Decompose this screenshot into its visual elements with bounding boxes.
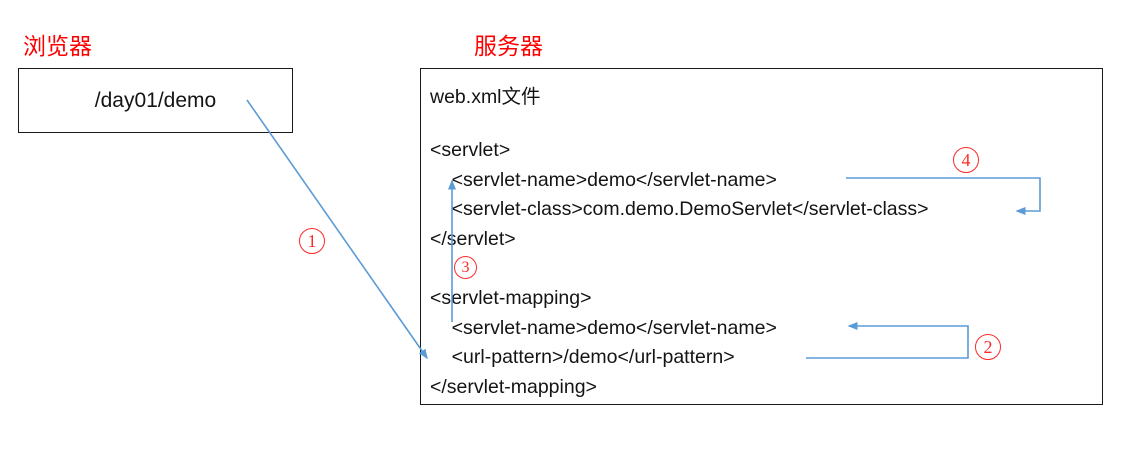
code-line-servlet-class: <servlet-class>com.demo.DemoServlet</ser… [430, 198, 929, 221]
browser-zone-label: 浏览器 [23, 34, 92, 59]
step-1-number: 1 [307, 230, 317, 251]
code-line-url-pattern: <url-pattern>/demo</url-pattern> [430, 346, 735, 369]
request-flow-arrow [246, 99, 428, 360]
code-line-servlet-open: <servlet> [430, 139, 511, 161]
webxml-code-block: <servlet> <servlet-name>demo</servlet-na… [430, 136, 929, 402]
browser-request-box: /day01/demo [18, 68, 293, 133]
step-2-number: 2 [983, 336, 993, 357]
step-1-badge: 1 [299, 228, 325, 254]
request-url-text: /day01/demo [94, 88, 217, 112]
webxml-file-title: web.xml文件 [430, 86, 541, 108]
server-zone-label: 服务器 [474, 34, 543, 59]
code-line-servlet-close: </servlet> [430, 227, 516, 250]
code-line-mapping-open: <servlet-mapping> [430, 286, 592, 309]
code-line-blank [430, 254, 929, 284]
code-line-mapping-close: </servlet-mapping> [430, 375, 597, 398]
step-2-badge: 2 [975, 334, 1001, 360]
step-4-number: 4 [961, 149, 971, 170]
code-line-servlet-name: <servlet-name>demo</servlet-name> [430, 168, 777, 191]
step-4-badge: 4 [953, 147, 979, 173]
step-3-badge: 3 [454, 256, 477, 279]
step-3-number: 3 [461, 258, 470, 276]
code-line-mapping-servlet-name: <servlet-name>demo</servlet-name> [430, 316, 777, 339]
